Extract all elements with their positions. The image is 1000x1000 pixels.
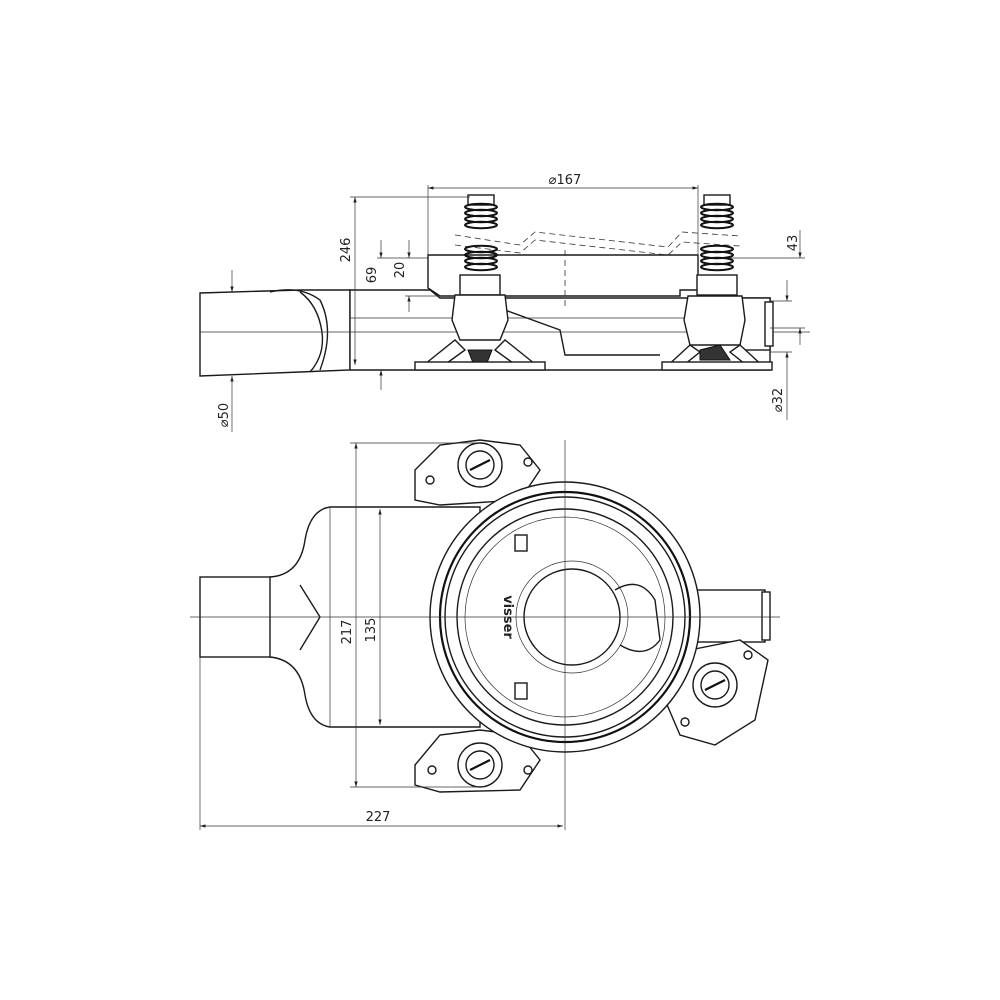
dim-width-217: 217 bbox=[340, 620, 355, 645]
lug-top bbox=[414, 439, 541, 506]
dim-height-69: 69 bbox=[365, 267, 380, 284]
spring-coil bbox=[464, 262, 498, 272]
lug-bottom bbox=[414, 729, 541, 793]
dim-length-227: 227 bbox=[366, 810, 391, 825]
dim-outlet-diameter: ⌀32 bbox=[771, 388, 786, 412]
dim-top-diameter: ⌀167 bbox=[549, 173, 582, 188]
dim-height-43: 43 bbox=[786, 235, 801, 252]
spring-coil bbox=[464, 220, 498, 230]
side-view bbox=[199, 194, 810, 377]
spring-coil bbox=[700, 262, 734, 272]
top-view: visser bbox=[190, 439, 780, 830]
spring-right bbox=[661, 194, 773, 371]
brand-logo: visser bbox=[500, 595, 515, 639]
dim-height-20: 20 bbox=[393, 262, 408, 279]
spring-coil bbox=[700, 220, 734, 230]
spring-left bbox=[414, 194, 546, 371]
dim-width-135: 135 bbox=[364, 618, 379, 643]
dim-total-height: 246 bbox=[339, 238, 354, 263]
dimensions: ⌀167 246 69 20 43 ⌀32 ⌀50 217 bbox=[199, 173, 805, 830]
outlet-pipe-top bbox=[689, 589, 766, 643]
dim-inlet-diameter: ⌀50 bbox=[217, 403, 232, 427]
